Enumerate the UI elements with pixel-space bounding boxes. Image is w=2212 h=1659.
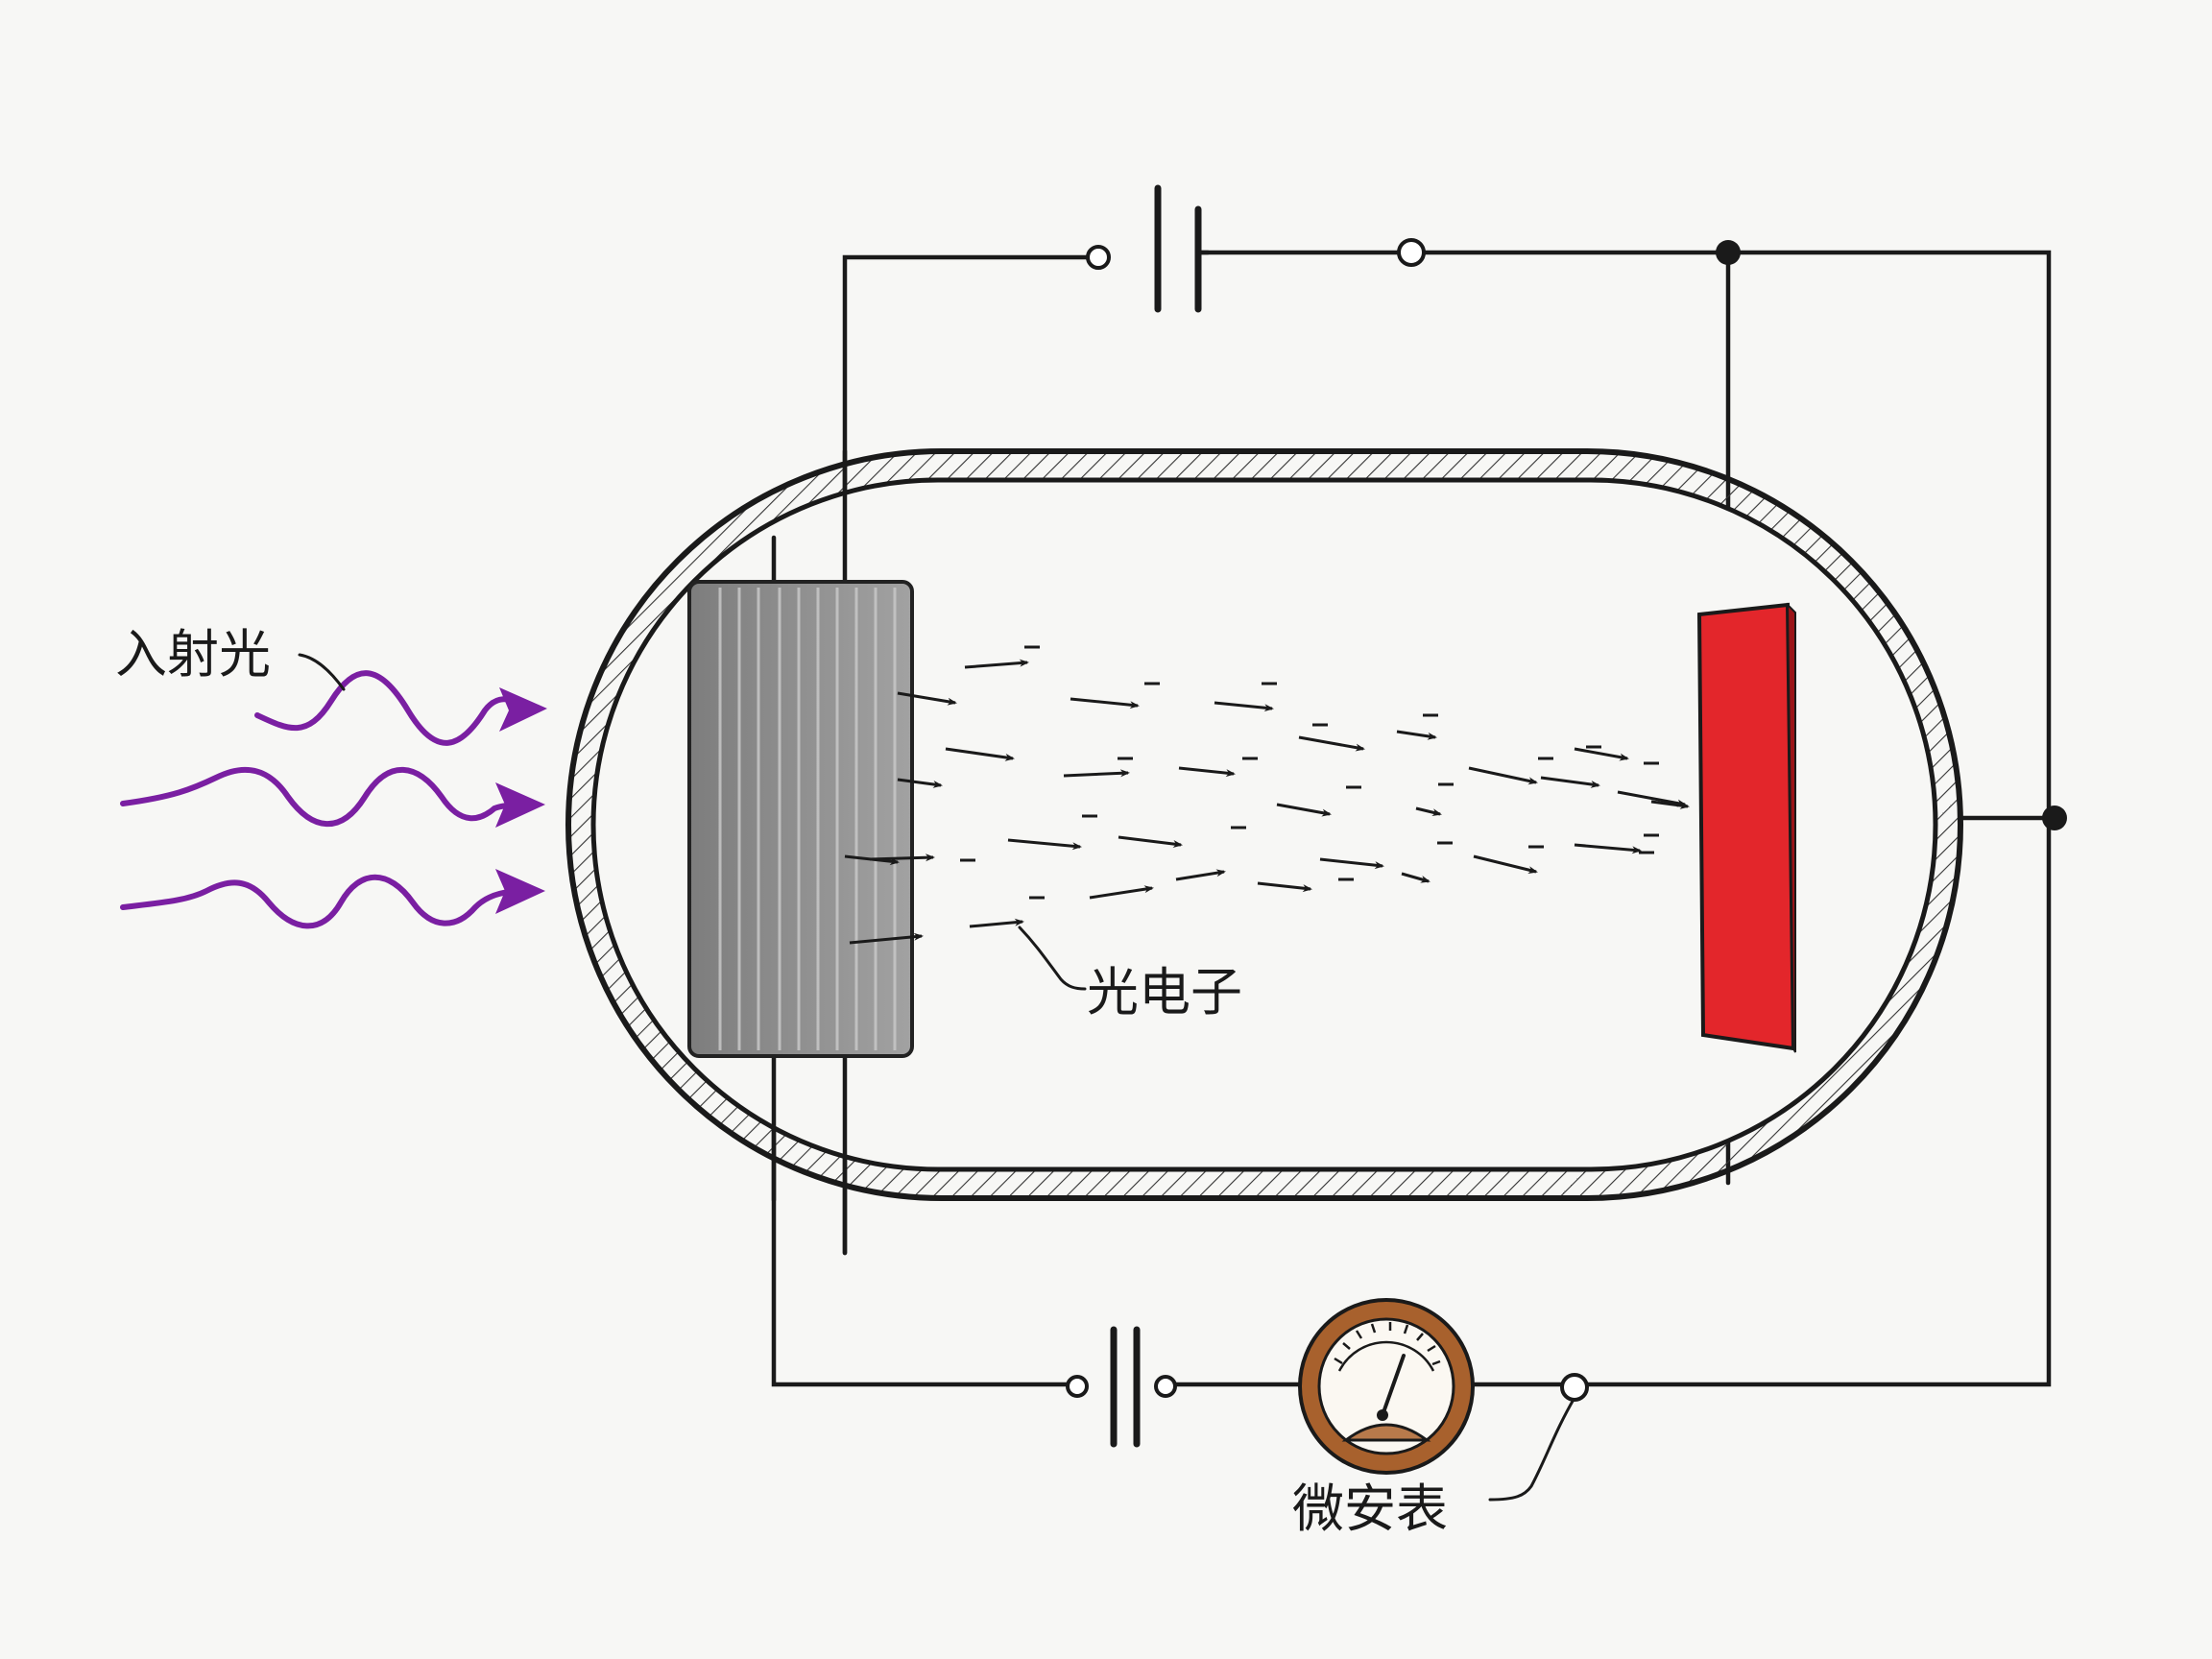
- photoelectron-arrow: [1396, 730, 1437, 740]
- photoelectron-arrow: [1214, 701, 1274, 712]
- photoelectron-stream: [844, 645, 1690, 945]
- junction-top-right: [1716, 240, 1741, 265]
- photoelectron-arrow: [1118, 835, 1183, 848]
- junction-right: [2042, 805, 2067, 830]
- cathode-plate: [687, 580, 914, 1058]
- photoelectron-arrow: [869, 854, 935, 862]
- photoelectron-arrow: [1063, 769, 1130, 778]
- photoelectron-arrow: [1070, 697, 1140, 709]
- bottom-terminal-mid: [1154, 1375, 1177, 1398]
- tube-inner-space: [590, 477, 1938, 1172]
- photoelectron-arrow: [1178, 766, 1236, 778]
- bottom-battery: [1110, 1326, 1141, 1448]
- top-terminal-left: [1086, 245, 1111, 270]
- incident-light-label: 入射光: [115, 624, 271, 685]
- top-battery: [1154, 184, 1211, 313]
- photoelectron-arrow: [1401, 872, 1431, 883]
- bottom-terminal-right: [1560, 1373, 1589, 1402]
- light-wave-3-arrowhead: [495, 869, 545, 914]
- photoelectron-arrow: [1468, 766, 1538, 785]
- photoelectron-arrow: [1257, 881, 1312, 893]
- photoelectron-arrow: [897, 778, 943, 788]
- meter-dial-arc: [1337, 1340, 1435, 1372]
- photoelectron-arrow: [897, 691, 957, 706]
- vacuum-tube: [565, 448, 1963, 1201]
- photoelectron-arrow: [1415, 806, 1442, 817]
- leader-photoelectron: [1018, 926, 1087, 991]
- label-leaders: [298, 653, 1576, 1502]
- photoelectron-arrow: [1298, 735, 1365, 752]
- wire-right-side: [1581, 815, 2052, 1387]
- wire-top-right: [1419, 250, 2052, 821]
- meter-needle: [1381, 1354, 1406, 1417]
- microammeter-label: 微安表: [1292, 1479, 1448, 1539]
- bottom-terminal-left: [1066, 1375, 1089, 1398]
- photoelectron-arrow: [1574, 747, 1629, 761]
- photoelectron-arrow: [964, 659, 1029, 669]
- leader-microammeter: [1488, 1396, 1576, 1502]
- meter-ticks: [1334, 1322, 1441, 1366]
- photoelectron-arrow: [1276, 803, 1332, 817]
- light-wave-2-arrowhead: [495, 782, 545, 828]
- light-wave-2: [120, 766, 529, 828]
- meter-base: [1341, 1423, 1431, 1442]
- meter-pivot: [1377, 1409, 1388, 1421]
- photoelectron-arrow: [1175, 869, 1226, 881]
- photoelectron-arrow: [969, 918, 1024, 928]
- incident-light-waves: [120, 670, 547, 929]
- leader-incident-light: [298, 653, 346, 691]
- photoelectron-arrow: [1540, 776, 1600, 788]
- photoelectron-label: 光电子: [1087, 962, 1242, 1022]
- photoelectron-arrow: [1574, 843, 1642, 854]
- photoelectron-arrow: [1617, 790, 1687, 807]
- photoelectron-arrow: [1650, 800, 1690, 809]
- cathode-stripes: [718, 588, 897, 1050]
- photoelectron-arrow: [945, 747, 1015, 761]
- photoelectron-arrow: [1007, 838, 1082, 851]
- anode-plate: [1696, 602, 1796, 1053]
- photoelectron-arrow: [1089, 885, 1154, 900]
- microammeter-gauge: [1298, 1298, 1475, 1475]
- photoelectron-arrow: [849, 932, 924, 945]
- light-wave-1-arrowhead: [499, 687, 547, 732]
- photoelectron-arrow: [1319, 857, 1384, 870]
- photoelectron-arrow: [1473, 854, 1538, 874]
- top-terminal-right: [1397, 238, 1426, 267]
- light-wave-1: [254, 670, 541, 746]
- light-wave-3: [120, 874, 529, 929]
